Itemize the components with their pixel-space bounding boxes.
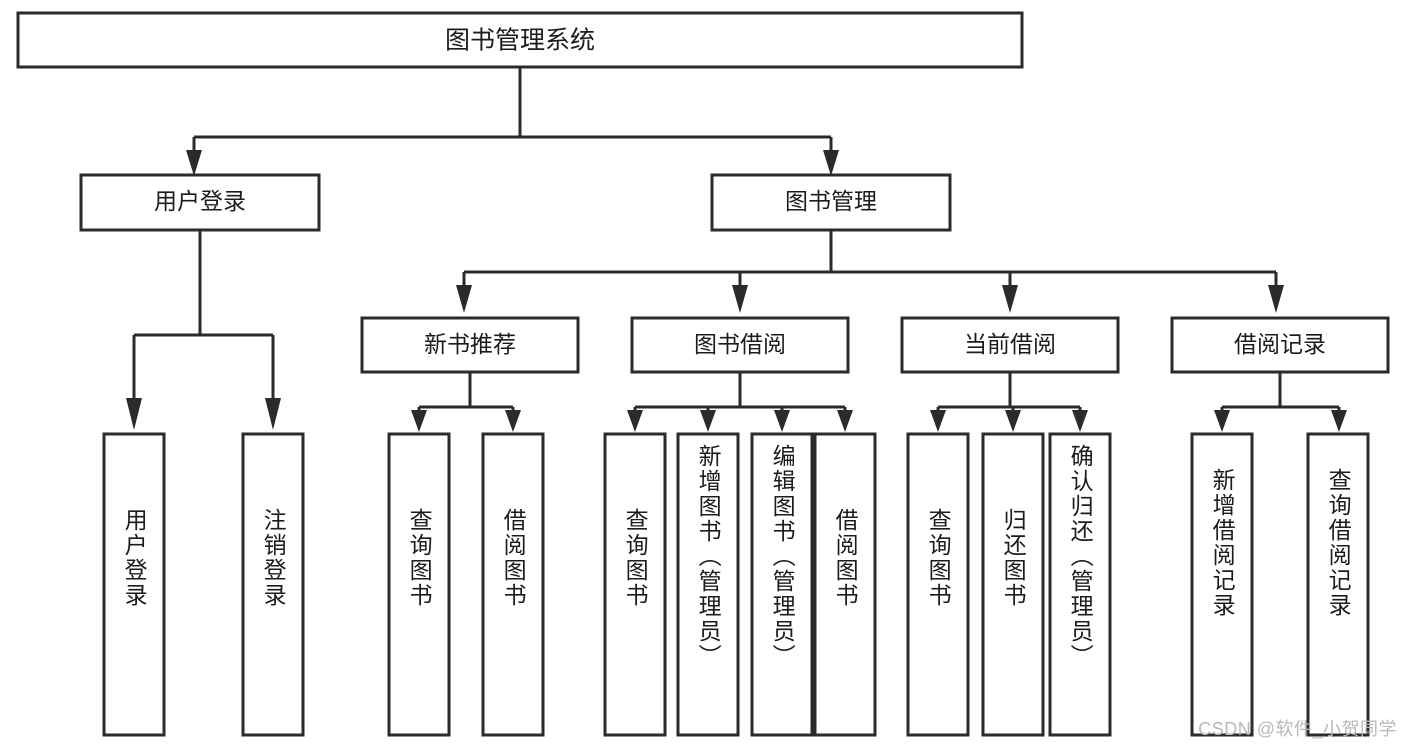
connector-book-borrow-children bbox=[627, 372, 853, 432]
leaf-box-add-book[interactable] bbox=[676, 432, 740, 737]
node-root[interactable]: 图书管理系统 bbox=[16, 11, 1024, 69]
connector-new-book-children bbox=[411, 372, 521, 432]
connector-book-management-children bbox=[456, 230, 1284, 313]
node-book-borrow[interactable]: 图书借阅 bbox=[630, 316, 850, 374]
watermark-text: CSDN @软件_小贺同学 bbox=[1198, 719, 1397, 739]
node-current-borrow-label: 当前借阅 bbox=[964, 331, 1056, 357]
connector-user-login-children bbox=[126, 230, 281, 430]
leaf-box-edit-book[interactable] bbox=[750, 432, 814, 737]
leaf-box-query-book-1[interactable] bbox=[387, 432, 451, 737]
node-root-label: 图书管理系统 bbox=[445, 27, 595, 55]
node-current-borrow[interactable]: 当前借阅 bbox=[900, 316, 1120, 374]
node-user-login[interactable]: 用户登录 bbox=[79, 173, 321, 232]
leaf-box-confirm-return[interactable] bbox=[1048, 432, 1112, 737]
leaf-box-query-book-2[interactable] bbox=[603, 432, 667, 737]
leaf-box-borrow-book-1[interactable] bbox=[481, 432, 545, 737]
node-new-book-recommend[interactable]: 新书推荐 bbox=[360, 316, 580, 374]
leaf-box-query-book-3[interactable] bbox=[906, 432, 970, 737]
leaf-box-user-login[interactable] bbox=[102, 432, 166, 737]
connector-borrow-record-children bbox=[1214, 372, 1347, 432]
leaf-box-add-record[interactable] bbox=[1190, 432, 1254, 737]
node-book-management[interactable]: 图书管理 bbox=[710, 173, 952, 232]
node-new-book-recommend-label: 新书推荐 bbox=[424, 331, 516, 357]
node-user-login-label: 用户登录 bbox=[154, 188, 246, 214]
node-book-management-label: 图书管理 bbox=[785, 188, 877, 214]
node-borrow-record-label: 借阅记录 bbox=[1234, 331, 1326, 357]
leaf-box-borrow-book-2[interactable] bbox=[813, 432, 877, 737]
connector-root-to-level2 bbox=[186, 67, 839, 176]
leaf-box-query-record[interactable] bbox=[1306, 432, 1370, 737]
leaf-box-return-book[interactable] bbox=[981, 432, 1045, 737]
node-borrow-record[interactable]: 借阅记录 bbox=[1170, 316, 1390, 374]
node-book-borrow-label: 图书借阅 bbox=[694, 331, 786, 357]
connector-current-borrow-children bbox=[930, 372, 1088, 432]
leaf-box-logout[interactable] bbox=[241, 432, 305, 737]
